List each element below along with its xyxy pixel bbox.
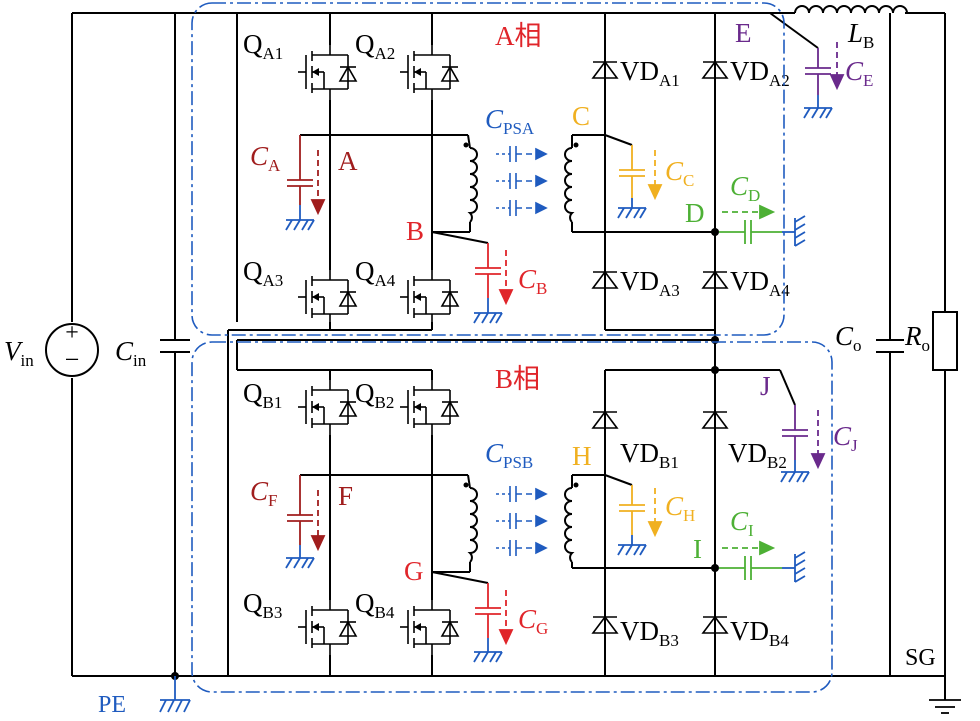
gnd-cc — [617, 198, 647, 219]
label-vdb3: VDB3 — [620, 616, 679, 650]
cap-ci — [719, 540, 782, 580]
label-sg: SG — [905, 645, 936, 671]
vin-minus: − — [65, 345, 80, 374]
label-cj: CJ — [833, 421, 858, 455]
label-qb3: QB3 — [243, 588, 282, 622]
label-cc: CC — [665, 156, 694, 190]
switch-qa4 — [399, 269, 459, 326]
label-qa1: QA1 — [243, 29, 283, 63]
cap-cj — [782, 405, 826, 470]
label-cpsa: CPSA — [485, 104, 535, 138]
label-qb4: QB4 — [355, 588, 395, 622]
gnd-cb — [473, 298, 503, 324]
phase-a-boundary — [191, 2, 785, 336]
label-pe: PE — [98, 692, 126, 718]
label-qa4: QA4 — [355, 256, 396, 290]
gnd-ch — [617, 535, 647, 556]
switch-labels: QA1 QA2 QA3 QA4 QB1 QB2 QB3 QB4 — [243, 29, 396, 622]
cap-cg — [475, 583, 514, 646]
label-ce: CE — [845, 56, 873, 90]
cap-ca — [287, 135, 326, 216]
label-vda4: VDA4 — [730, 266, 790, 300]
cap-cpsb — [496, 486, 548, 556]
cap-ch — [604, 474, 663, 538]
label-vda3: VDA3 — [620, 266, 680, 300]
switch-qa1 — [297, 44, 357, 101]
node-e: E — [735, 18, 752, 48]
switches — [297, 44, 459, 656]
cin-capacitor — [160, 339, 190, 353]
vin-source: + − — [45, 320, 99, 377]
label-co: Co — [835, 321, 862, 355]
label-vda1: VDA1 — [620, 56, 680, 90]
gnd-cf — [285, 545, 315, 569]
gnd-pe — [159, 676, 191, 713]
label-vin: Vin — [4, 336, 34, 370]
node-d: D — [685, 198, 705, 228]
bridge-nodes — [300, 134, 489, 584]
gnd-cj — [780, 460, 810, 483]
transformer-b — [463, 482, 579, 563]
gnd-ce — [803, 95, 833, 119]
label-ch: CH — [665, 491, 695, 525]
label-cd: CD — [730, 171, 760, 205]
label-qa3: QA3 — [243, 256, 283, 290]
label-ro: Ro — [904, 321, 930, 355]
cap-cd — [719, 204, 782, 244]
node-j: J — [760, 371, 771, 401]
cap-cpsa — [496, 146, 548, 216]
label-cb: CB — [518, 264, 547, 298]
gnd-cg — [473, 638, 503, 663]
node-f: F — [338, 481, 353, 511]
phase-b-boundary — [191, 341, 833, 693]
label-qb2: QB2 — [355, 378, 394, 412]
phase-a-title: A相 — [495, 21, 542, 51]
label-vda2: VDA2 — [730, 56, 790, 90]
lb-inductor — [794, 5, 908, 14]
label-qa2: QA2 — [355, 29, 395, 63]
label-vdb1: VDB1 — [620, 438, 679, 472]
cap-cb — [475, 243, 514, 306]
switch-qb2 — [399, 379, 459, 436]
node-b: B — [406, 216, 424, 246]
cap-ce — [805, 42, 845, 95]
node-a: A — [338, 146, 358, 176]
ro-resistor — [932, 311, 958, 371]
gnd-cd — [782, 215, 806, 247]
node-c: C — [572, 101, 590, 131]
vin-plus: + — [65, 320, 79, 346]
gnd-ci — [782, 551, 806, 583]
label-cpsb: CPSB — [485, 438, 533, 472]
label-cin: Cin — [115, 336, 147, 370]
cap-cf — [287, 475, 326, 552]
main-wiring — [71, 12, 946, 700]
switch-qa2 — [399, 44, 459, 101]
node-g: G — [404, 556, 424, 586]
label-qb1: QB1 — [243, 378, 282, 412]
diodes — [592, 61, 728, 634]
label-vdb4: VDB4 — [730, 616, 789, 650]
label-ca: CA — [250, 141, 281, 175]
switch-qb4 — [399, 599, 459, 656]
switch-qb1 — [297, 379, 357, 436]
label-lb: LB — [847, 18, 874, 52]
node-h: H — [572, 441, 592, 471]
switch-qa3 — [297, 269, 357, 326]
node-i: I — [693, 534, 702, 564]
transformer-a — [463, 142, 579, 223]
cap-cc — [604, 134, 663, 201]
switch-qb3 — [297, 599, 357, 656]
diode-labels: VDA1 VDA2 VDA3 VDA4 VDB1 VDB2 VDB3 VDB4 — [620, 56, 790, 650]
label-cf: CF — [250, 476, 277, 510]
gnd-ca — [285, 205, 315, 231]
gnd-sg — [929, 699, 961, 714]
co-capacitor — [876, 339, 904, 353]
label-vdb2: VDB2 — [728, 438, 787, 472]
label-cg: CG — [518, 604, 548, 638]
phase-b-title: B相 — [495, 364, 540, 394]
label-ci: CI — [730, 506, 754, 540]
